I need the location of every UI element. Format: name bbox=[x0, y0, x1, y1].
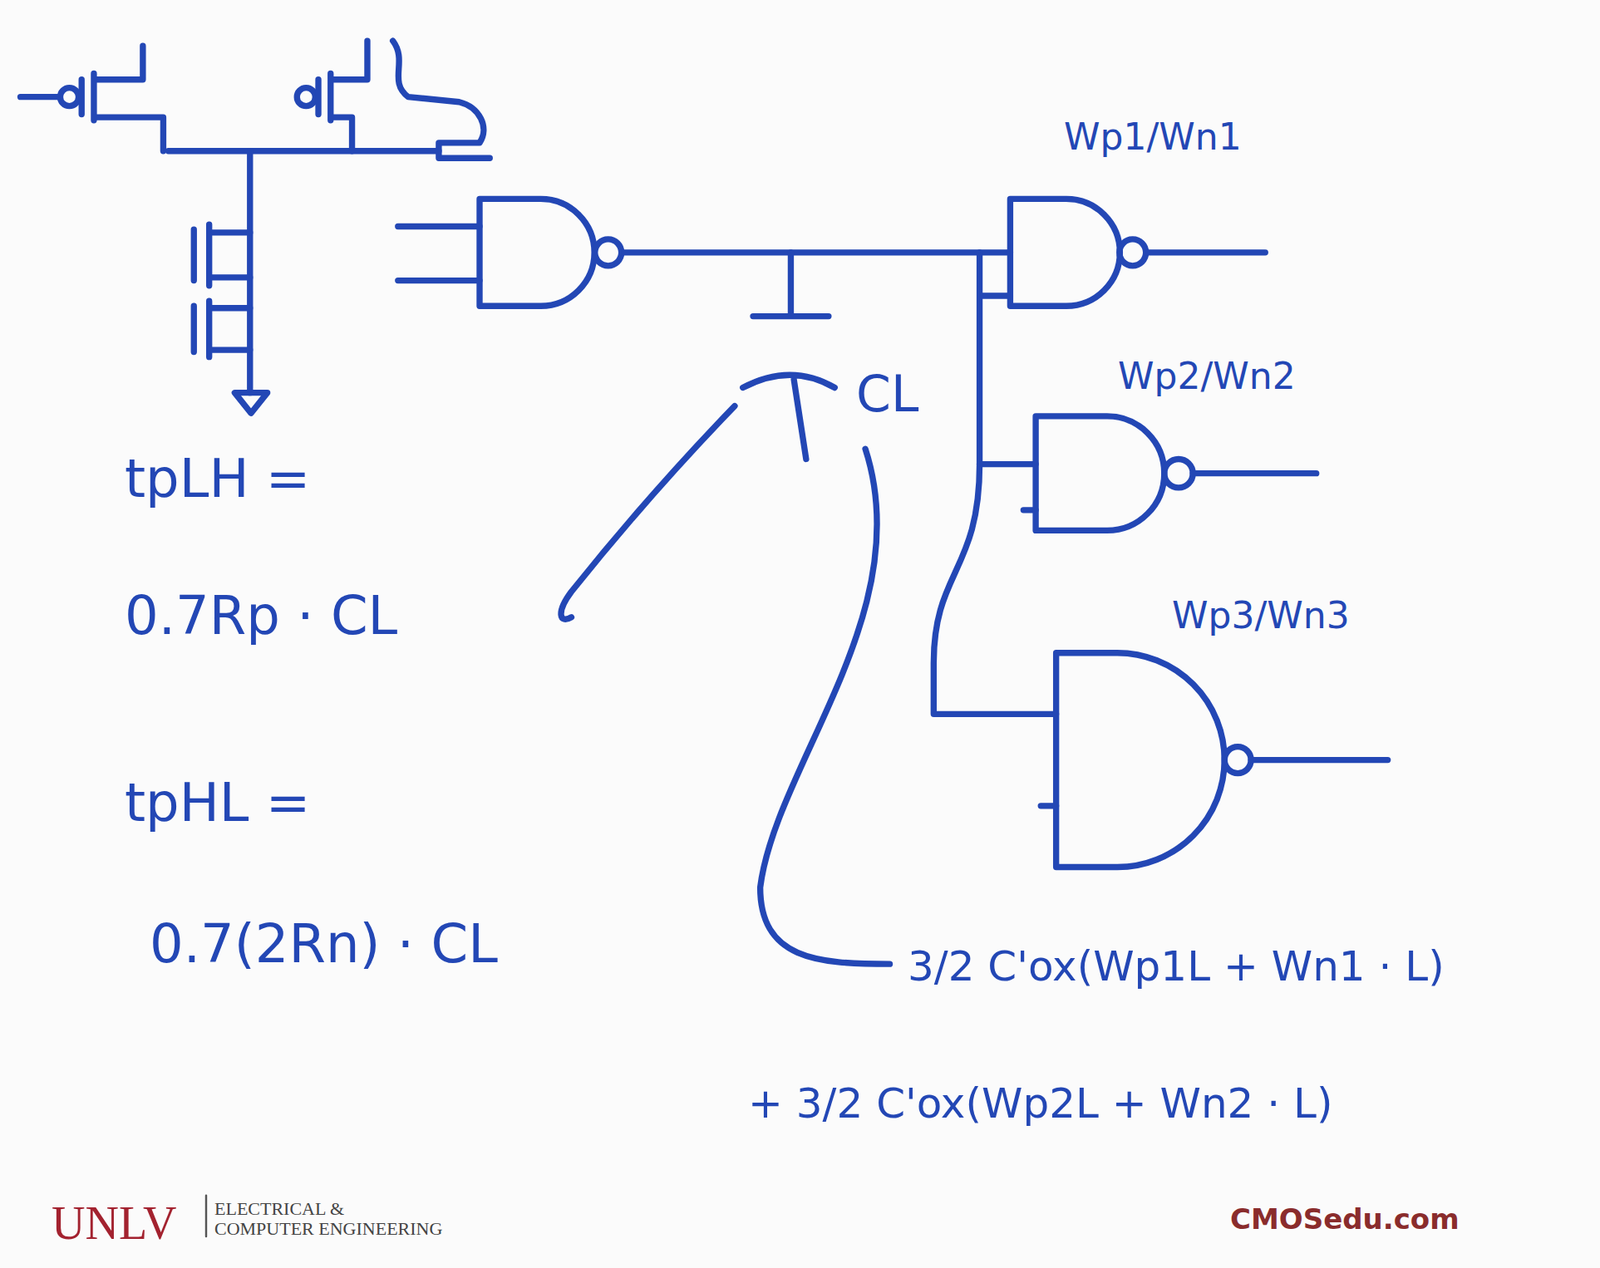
pmos-symbol bbox=[318, 40, 368, 152]
size-label: Wp2/Wn2 bbox=[1117, 355, 1296, 399]
equation-text: tpHL = bbox=[124, 772, 311, 835]
input-wire bbox=[979, 464, 1037, 511]
output-wire bbox=[1192, 470, 1317, 477]
size-label: Wp3/Wn3 bbox=[1171, 595, 1350, 638]
capacitor-symbol bbox=[743, 252, 835, 460]
output-wire bbox=[1146, 249, 1266, 256]
leader-line bbox=[561, 406, 735, 621]
net-wire bbox=[979, 252, 1011, 465]
inversion-bubble bbox=[1224, 747, 1251, 774]
equation-text: 3/2 C'ox(Wp1L + Wn1 · L) bbox=[907, 943, 1445, 992]
watermark: CMOSedu.com bbox=[1230, 1203, 1460, 1236]
inversion-bubble bbox=[59, 88, 79, 107]
inversion-bubble bbox=[296, 88, 316, 107]
nand-gate bbox=[1035, 416, 1165, 531]
ground-symbol bbox=[234, 393, 267, 414]
logo-divider bbox=[205, 1196, 207, 1237]
inversion-bubble bbox=[595, 239, 622, 266]
nmos-symbol bbox=[193, 224, 251, 286]
gate-wire bbox=[20, 93, 60, 100]
output-wire bbox=[168, 147, 439, 154]
inversion-bubble bbox=[1119, 239, 1147, 266]
input-wire bbox=[933, 464, 1056, 807]
input-wire bbox=[398, 226, 480, 281]
size-label: Wp1/Wn1 bbox=[1063, 116, 1242, 159]
equation-text: tpLH = bbox=[124, 448, 311, 511]
equation-text: 0.7Rp · CL bbox=[124, 585, 398, 648]
pmos-symbol bbox=[81, 45, 163, 151]
inversion-bubble bbox=[1164, 458, 1193, 488]
logo-subtitle: ELECTRICAL & bbox=[214, 1198, 345, 1220]
capacitor-label: CL bbox=[856, 365, 919, 424]
equation-text: 0.7(2Rn) · CL bbox=[149, 914, 498, 976]
output-wire bbox=[1250, 757, 1389, 764]
pmos-sketch bbox=[393, 40, 491, 158]
drain-wire bbox=[246, 151, 253, 394]
nmos-symbol bbox=[193, 300, 251, 358]
leader-line bbox=[760, 448, 891, 965]
nand-gate bbox=[1056, 653, 1226, 868]
net-wire bbox=[621, 249, 1011, 256]
nand-gate bbox=[1009, 198, 1120, 306]
nand-gate bbox=[479, 198, 595, 306]
logo-subtitle: COMPUTER ENGINEERING bbox=[214, 1218, 443, 1240]
logo-text: UNLV bbox=[51, 1196, 177, 1251]
equation-text: + 3/2 C'ox(Wp2L + Wn2 · L) bbox=[748, 1080, 1333, 1129]
